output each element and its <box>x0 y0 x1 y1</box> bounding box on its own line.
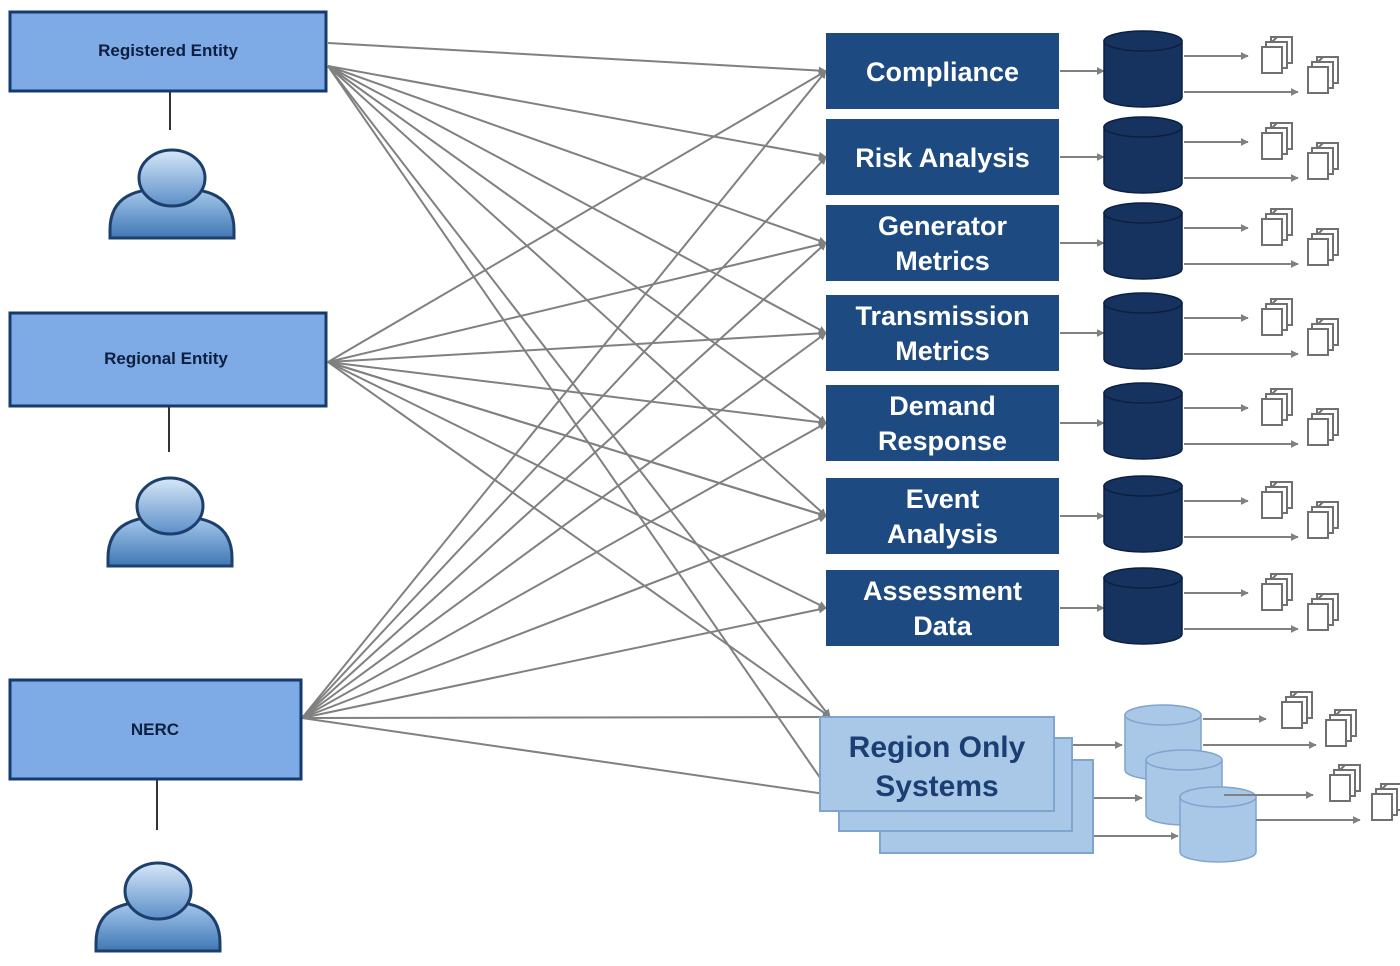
database-icon <box>1103 116 1183 194</box>
entity-regional[interactable]: Regional Entity <box>8 311 328 452</box>
region-only-group: Region Only Systems <box>819 716 1094 854</box>
user-icon <box>106 476 234 568</box>
entity-label-regional: Regional Entity <box>104 349 228 368</box>
system-label: Response <box>878 426 1007 456</box>
system-label: Compliance <box>866 57 1019 87</box>
entity-label-nerc: NERC <box>131 720 179 739</box>
region-label-line2: Systems <box>875 770 998 803</box>
documents-icon <box>1261 298 1293 336</box>
documents-icon <box>1261 481 1293 519</box>
system-label: Transmission <box>855 301 1029 331</box>
system-risk-analysis[interactable]: Risk Analysis <box>826 119 1059 195</box>
system-label: Analysis <box>887 519 998 549</box>
user-icon <box>108 148 236 240</box>
system-label: Demand <box>889 391 996 421</box>
database-icon <box>1103 292 1183 370</box>
system-label: Event <box>906 484 980 514</box>
system-label: Risk Analysis <box>855 143 1030 173</box>
database-icon <box>1103 567 1183 645</box>
database-icon <box>1103 382 1183 460</box>
region-box-front[interactable] <box>819 716 1055 812</box>
system-label: Metrics <box>895 246 990 276</box>
system-label: Data <box>913 611 973 641</box>
system-box <box>826 119 1059 195</box>
system-label: Metrics <box>895 336 990 366</box>
system-box <box>826 478 1059 554</box>
documents-icon <box>1329 764 1361 802</box>
system-label: Assessment <box>863 576 1022 606</box>
documents-icon <box>1307 142 1339 180</box>
database-icon <box>1179 786 1257 863</box>
system-box <box>826 385 1059 461</box>
system-box <box>826 33 1059 109</box>
region-label-line1: Region Only <box>849 731 1026 764</box>
system-box <box>826 205 1059 281</box>
connector-arrows <box>301 42 833 798</box>
entity-nerc[interactable]: NERC <box>8 678 303 830</box>
entity-label-registered: Registered Entity <box>98 41 238 60</box>
documents-icon <box>1261 573 1293 611</box>
persons <box>94 148 236 953</box>
documents-icon <box>1371 783 1400 821</box>
system-label: Generator <box>878 211 1008 241</box>
documents-icon <box>1307 56 1339 94</box>
documents-icon <box>1307 318 1339 356</box>
documents-icon <box>1281 691 1313 729</box>
system-box <box>826 295 1059 371</box>
database-icon <box>1103 475 1183 553</box>
documents-icon <box>1261 208 1293 246</box>
data-stores <box>1055 30 1400 863</box>
documents-icon <box>1307 228 1339 266</box>
documents-icon <box>1261 388 1293 426</box>
entity-registered[interactable]: Registered Entity <box>8 10 328 130</box>
documents-icon <box>1307 501 1339 539</box>
documents-icon <box>1307 408 1339 446</box>
user-icon <box>94 861 222 953</box>
database-icon <box>1103 202 1183 280</box>
documents-icon <box>1261 36 1293 74</box>
system-box <box>826 570 1059 646</box>
documents-icon <box>1325 709 1357 747</box>
system-compliance[interactable]: Compliance <box>826 33 1059 109</box>
documents-icon <box>1307 593 1339 631</box>
database-icon <box>1103 30 1183 108</box>
documents-icon <box>1261 122 1293 160</box>
entities-column: Registered Entity Regional Entity NERC <box>8 10 328 830</box>
